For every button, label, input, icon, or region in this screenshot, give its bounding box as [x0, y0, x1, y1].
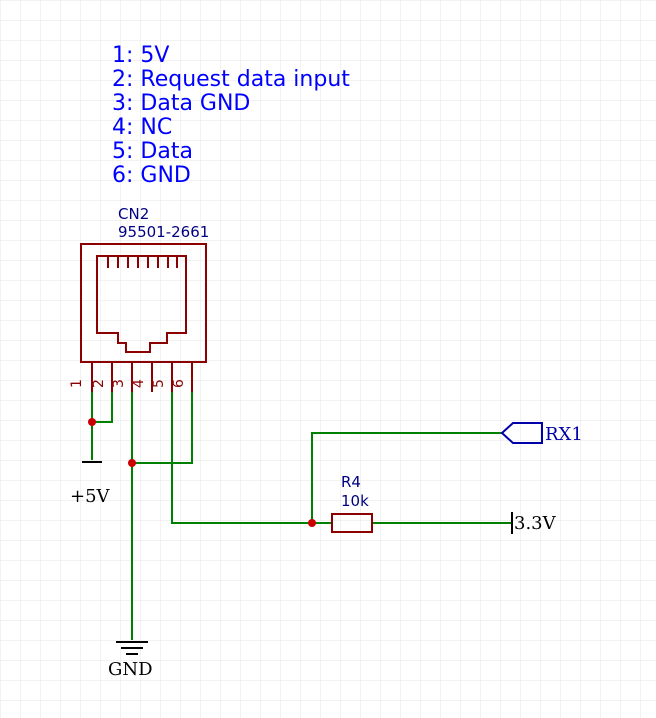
power-5v-symbol[interactable]: +5V	[70, 461, 111, 507]
junctions	[88, 418, 316, 527]
pin-number: 2	[91, 379, 107, 388]
connector-body	[80, 243, 207, 363]
connector-pin-numbers: 1 2 3 4 5 6	[69, 379, 187, 388]
pin-note: 6: GND	[112, 163, 191, 188]
net-port-flag	[500, 422, 543, 444]
pin-number: 3	[111, 379, 127, 388]
net-port-rx1[interactable]: RX1	[500, 422, 583, 445]
wire-rx1	[311, 432, 502, 523]
connector-jack-outline	[96, 255, 187, 353]
connector-pin-leads	[91, 362, 193, 392]
wires	[91, 392, 512, 640]
junction-dot	[88, 418, 96, 426]
resistor-value: 10k	[341, 492, 369, 510]
pin-note: 3: Data GND	[112, 91, 250, 116]
pin-number: 5	[151, 379, 167, 388]
pin-number: 6	[171, 379, 187, 388]
wire-pin6	[132, 392, 193, 464]
resistor-designator: R4	[341, 473, 361, 491]
pin-note: 1: 5V	[112, 43, 169, 68]
ground-symbol[interactable]: GND	[108, 641, 153, 680]
ground-label: GND	[108, 659, 153, 680]
pin-number: 4	[131, 379, 147, 388]
pin-note: 4: NC	[112, 115, 172, 140]
pin-number: 1	[69, 379, 85, 388]
connector-part-number: 95501-2661	[118, 223, 209, 241]
wire-pin2	[92, 392, 113, 423]
junction-dot	[308, 519, 316, 527]
power-3v3-label: 3.3V	[514, 513, 557, 534]
connector-designator: CN2	[118, 205, 149, 223]
resistor-body	[331, 513, 373, 533]
connector-cn2[interactable]: CN2 95501-2661 1 2 3 4 5	[69, 205, 209, 392]
net-label-rx1: RX1	[545, 424, 583, 445]
connector-contacts	[107, 256, 178, 268]
power-3v3-symbol[interactable]: 3.3V	[511, 512, 557, 534]
pin-note: 5: Data	[112, 139, 193, 164]
power-5v-label: +5V	[70, 486, 111, 507]
wire-pin5-data	[171, 392, 332, 524]
junction-dot	[128, 459, 136, 467]
resistor-r4[interactable]: R4 10k	[331, 473, 373, 533]
pin-note: 2: Request data input	[112, 67, 350, 92]
pin-notes: 1: 5V 2: Request data input 3: Data GND …	[112, 43, 350, 188]
